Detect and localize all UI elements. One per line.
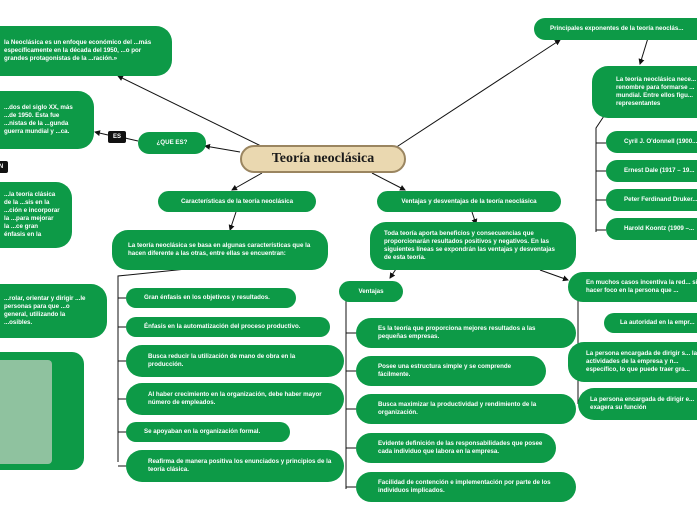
exponent-person[interactable]: Ernest Dale (1917 – 19... [606, 160, 697, 182]
exponent-person[interactable]: Harold Koontz (1909 –... [606, 218, 697, 240]
ventaja-item[interactable]: Posee una estructura simple y se compren… [356, 356, 546, 386]
line-queses-es [124, 137, 139, 142]
desventaja-item[interactable]: La autoridad en la empr... [604, 313, 697, 333]
central-topic-title: Teoría neoclásica [271, 151, 375, 166]
branch-characteristics [117, 267, 197, 462]
definition-node[interactable]: la Neoclásica es un enfoque económico de… [0, 26, 172, 76]
characteristic-item[interactable]: Reafirma de manera positiva los enunciad… [126, 450, 344, 482]
line-root-exponents [394, 39, 561, 149]
pros-cons-intro-node[interactable]: Toda teoría aporta beneficios y consecue… [370, 222, 576, 270]
desventaja-item[interactable]: En muchos casos incentiva la red... sin … [568, 272, 697, 302]
characteristics-intro-node[interactable]: La teoría neoclásica se basa en algunas … [112, 230, 328, 270]
desventaja-item[interactable]: La persona encargada de dirigir s... las… [568, 342, 697, 382]
pros-cons-title-node[interactable]: Ventajas y desventajas de la teoría neoc… [377, 191, 561, 212]
characteristic-item[interactable]: Énfasis en la automatización del proceso… [126, 317, 330, 337]
exponents-intro-node[interactable]: La teoría neoclásica nece... renombre pa… [592, 66, 697, 118]
line-es-desc2 [94, 130, 109, 137]
es-tag: ES [108, 131, 126, 143]
desventaja-item[interactable]: La persona encargada de dirigir e... exa… [578, 388, 697, 420]
characteristics-title-node[interactable]: Características de la teoría neoclásica [158, 191, 316, 212]
line-root-characteristics [231, 172, 263, 191]
que-es-node[interactable]: ¿QUE ES? [138, 132, 206, 154]
line-exponents-intro [638, 37, 649, 65]
image-placeholder [0, 360, 52, 464]
characteristic-item[interactable]: Se apoyaban en la organización formal. [126, 422, 290, 442]
line-intro-desventajas [539, 269, 569, 282]
exponent-person[interactable]: Peter Ferdinand Druker... [606, 189, 697, 211]
characteristic-item[interactable]: Gran énfasis en los objetivos y resultad… [126, 288, 296, 308]
n-tag: N [0, 161, 8, 173]
characteristic-item[interactable]: Al haber crecimiento en la organización,… [126, 383, 344, 415]
ventaja-item[interactable]: Es la teoría que proporciona mejores res… [356, 318, 576, 348]
exponents-title-node[interactable]: Principales exponentes de la teoría neoc… [534, 18, 697, 40]
line-char-intro [228, 211, 237, 231]
line-root-desc1 [117, 75, 266, 149]
ventajas-node[interactable]: Ventajas [339, 281, 403, 302]
line-root-proscons [371, 172, 406, 191]
focus-node[interactable]: ...la teoría clásica de la ...sis en la … [0, 182, 72, 248]
admin-node[interactable]: ...rolar, orientar y dirigir ...le perso… [0, 284, 107, 338]
ventaja-item[interactable]: Busca maximizar la productividad y rendi… [356, 394, 576, 424]
ventaja-item[interactable]: Facilidad de contención e implementación… [356, 472, 576, 502]
ventaja-item[interactable]: Evidente definición de las responsabilid… [356, 433, 556, 463]
image-node[interactable] [0, 352, 84, 470]
history-node[interactable]: ...dos del siglo XX, más ...de 1950. Est… [0, 91, 94, 149]
central-topic-node[interactable]: Teoría neoclásica [240, 145, 406, 173]
line-root-queses [204, 143, 241, 153]
characteristic-item[interactable]: Busca reducir la utilización de mano de … [126, 345, 344, 377]
exponent-person[interactable]: Cyril J. O'donnell (1900... [606, 131, 697, 153]
